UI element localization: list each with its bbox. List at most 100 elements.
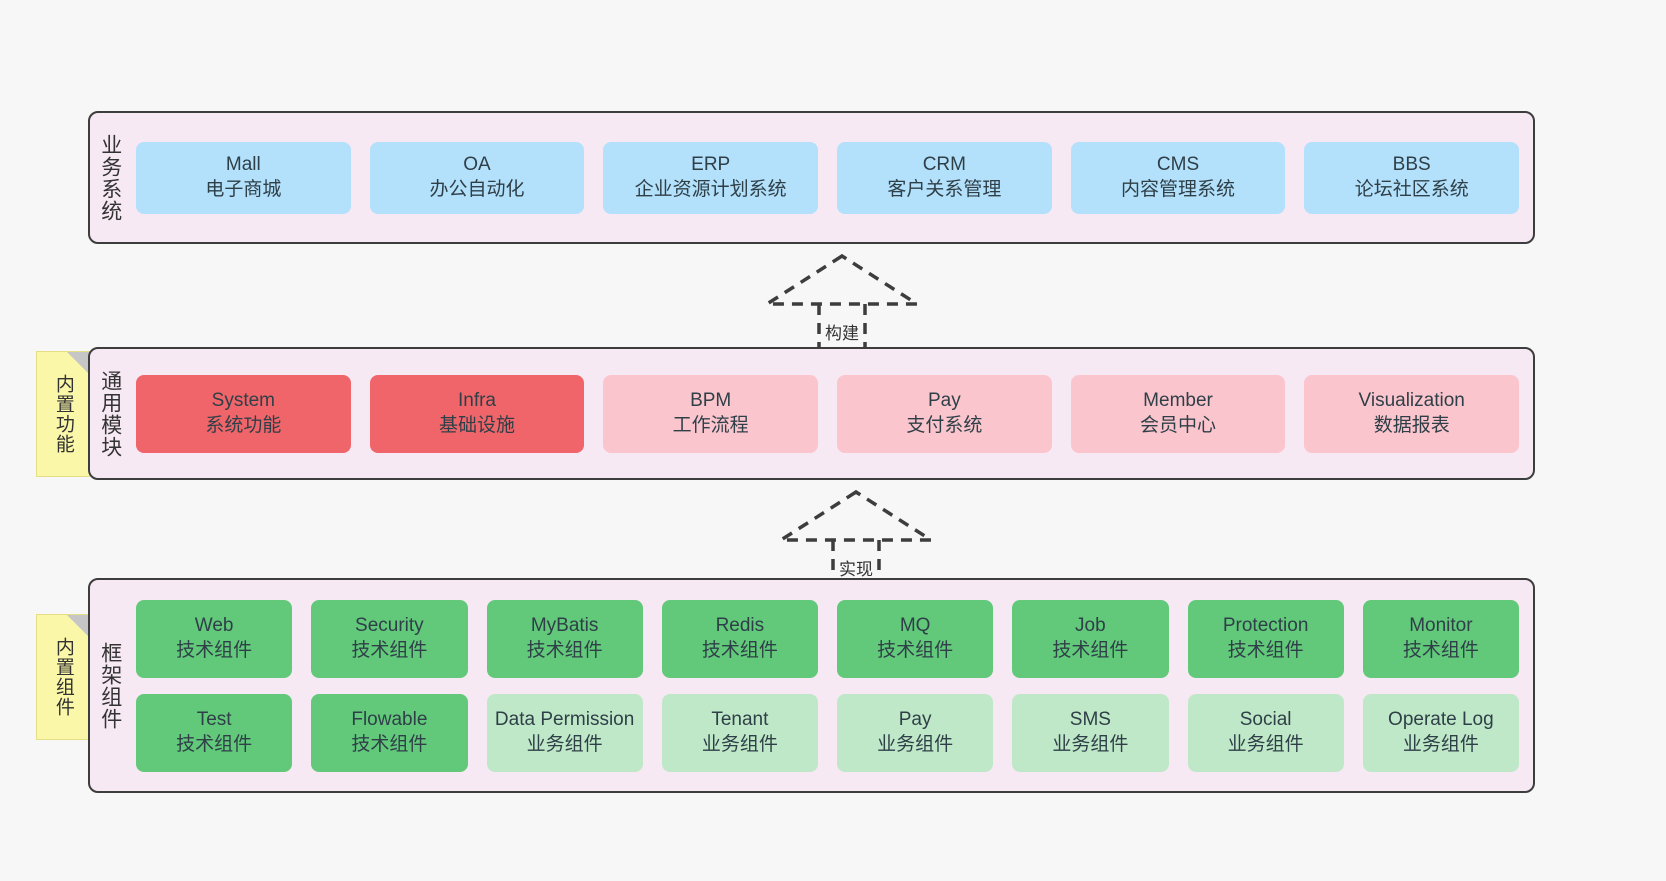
- node-pay-component-cn: 业务组件: [877, 733, 954, 755]
- node-oa-en: OA: [463, 154, 491, 176]
- node-web-cn: 技术组件: [176, 639, 253, 661]
- node-test-en: Test: [196, 709, 232, 731]
- node-security-en: Security: [355, 615, 424, 637]
- connector-realize-arrow: 实现: [771, 488, 941, 590]
- layer-framework-components: 框架组件 Web 技术组件 Security 技术组件 MyBatis 技术组件…: [88, 578, 1535, 793]
- node-system-en: System: [211, 390, 276, 412]
- node-member[interactable]: Member 会员中心: [1070, 374, 1286, 453]
- node-operate-log-cn: 业务组件: [1402, 733, 1479, 755]
- node-monitor[interactable]: Monitor 技术组件: [1362, 599, 1519, 678]
- node-member-cn: 会员中心: [1140, 414, 1217, 436]
- node-pay-component[interactable]: Pay 业务组件: [837, 693, 994, 772]
- node-infra-en: Infra: [457, 390, 497, 412]
- node-mybatis-cn: 技术组件: [526, 639, 603, 661]
- node-system-cn: 系统功能: [205, 414, 282, 436]
- layer-general-modules: 通用模块 System 系统功能 Infra 基础设施 BPM 工作流程 Pay: [88, 347, 1535, 480]
- node-bpm[interactable]: BPM 工作流程: [603, 374, 819, 453]
- node-operate-log[interactable]: Operate Log 业务组件: [1362, 693, 1519, 772]
- node-bpm-en: BPM: [690, 390, 732, 412]
- node-infra-cn: 基础设施: [439, 414, 516, 436]
- node-social[interactable]: Social 业务组件: [1187, 693, 1344, 772]
- layer-title-business: 业务系统: [98, 133, 122, 222]
- node-data-permission-cn: 业务组件: [526, 733, 603, 755]
- node-pay-module-cn: 支付系统: [906, 414, 983, 436]
- layer-title-modules: 通用模块: [98, 369, 122, 458]
- box-row-framework-business: Test 技术组件 Flowable 技术组件 Data Permission …: [136, 693, 1519, 772]
- layer-title-framework: 框架组件: [98, 641, 122, 730]
- node-cms[interactable]: CMS 内容管理系统: [1070, 141, 1286, 214]
- node-cms-cn: 内容管理系统: [1121, 178, 1236, 200]
- box-row-business: Mall 电子商城 OA 办公自动化 ERP 企业资源计划系统 CRM 客户关系…: [136, 141, 1520, 214]
- node-test[interactable]: Test 技术组件: [136, 693, 293, 772]
- node-mq[interactable]: MQ 技术组件: [837, 599, 994, 678]
- node-monitor-cn: 技术组件: [1402, 639, 1479, 661]
- page-fold-icon: [67, 615, 89, 637]
- node-data-permission[interactable]: Data Permission 业务组件: [486, 693, 643, 772]
- node-bpm-cn: 工作流程: [672, 414, 749, 436]
- node-cms-en: CMS: [1156, 154, 1200, 176]
- layer-body-modules: System 系统功能 Infra 基础设施 BPM 工作流程 Pay 支付系统…: [130, 349, 1533, 478]
- node-mybatis-en: MyBatis: [530, 615, 599, 637]
- node-visualization[interactable]: Visualization 数据报表: [1304, 374, 1520, 453]
- node-monitor-en: Monitor: [1409, 615, 1473, 637]
- node-operate-log-en: Operate Log: [1388, 709, 1494, 731]
- node-tenant-cn: 业务组件: [701, 733, 778, 755]
- node-bbs-cn: 论坛社区系统: [1354, 178, 1469, 200]
- node-protection[interactable]: Protection 技术组件: [1187, 599, 1344, 678]
- node-mq-en: MQ: [899, 615, 931, 637]
- connector-build-label: 构建: [823, 319, 861, 344]
- node-crm[interactable]: CRM 客户关系管理: [837, 141, 1052, 214]
- sticky-note-builtin-features: 内置功能: [36, 351, 90, 477]
- layer-body-business: Mall 电子商城 OA 办公自动化 ERP 企业资源计划系统 CRM 客户关系…: [130, 113, 1533, 242]
- layer-body-framework: Web 技术组件 Security 技术组件 MyBatis 技术组件 Redi…: [130, 580, 1533, 791]
- node-member-en: Member: [1143, 390, 1213, 412]
- node-mq-cn: 技术组件: [877, 639, 954, 661]
- node-mall-en: Mall: [225, 154, 261, 176]
- node-mall[interactable]: Mall 电子商城: [136, 141, 351, 214]
- node-social-en: Social: [1239, 709, 1292, 731]
- node-sms-cn: 业务组件: [1052, 733, 1129, 755]
- node-sms[interactable]: SMS 业务组件: [1012, 693, 1169, 772]
- node-bbs[interactable]: BBS 论坛社区系统: [1304, 141, 1520, 214]
- node-mall-cn: 电子商城: [205, 178, 282, 200]
- node-pay-module[interactable]: Pay 支付系统: [837, 374, 1052, 453]
- node-test-cn: 技术组件: [176, 733, 253, 755]
- connector-build-arrow: 构建: [757, 252, 927, 354]
- node-job-cn: 技术组件: [1052, 639, 1129, 661]
- node-flowable-cn: 技术组件: [351, 733, 428, 755]
- node-security[interactable]: Security 技术组件: [311, 599, 468, 678]
- node-oa-cn: 办公自动化: [429, 178, 525, 200]
- node-erp-cn: 企业资源计划系统: [634, 178, 787, 200]
- node-protection-en: Protection: [1222, 615, 1309, 637]
- node-flowable[interactable]: Flowable 技术组件: [311, 693, 468, 772]
- node-sms-en: SMS: [1069, 709, 1111, 731]
- node-oa[interactable]: OA 办公自动化: [369, 141, 585, 214]
- node-mybatis[interactable]: MyBatis 技术组件: [486, 599, 643, 678]
- node-tenant[interactable]: Tenant 业务组件: [661, 693, 818, 772]
- connector-realize-label: 实现: [837, 555, 875, 580]
- node-redis-cn: 技术组件: [701, 639, 778, 661]
- node-crm-en: CRM: [922, 154, 966, 176]
- node-protection-cn: 技术组件: [1227, 639, 1304, 661]
- layer-business-systems: 业务系统 Mall 电子商城 OA 办公自动化 ERP 企业资源计划系统 CRM: [88, 111, 1535, 244]
- node-crm-cn: 客户关系管理: [887, 178, 1002, 200]
- node-data-permission-en: Data Permission: [494, 709, 635, 731]
- node-system[interactable]: System 系统功能: [136, 374, 351, 453]
- sticky-note-builtin-features-label: 内置功能: [52, 374, 74, 454]
- node-redis[interactable]: Redis 技术组件: [661, 599, 818, 678]
- node-job[interactable]: Job 技术组件: [1012, 599, 1169, 678]
- page-fold-icon: [67, 352, 89, 374]
- node-redis-en: Redis: [715, 615, 765, 637]
- node-visualization-cn: 数据报表: [1373, 414, 1450, 436]
- box-row-modules: System 系统功能 Infra 基础设施 BPM 工作流程 Pay 支付系统…: [136, 374, 1520, 453]
- node-bbs-en: BBS: [1392, 154, 1431, 176]
- node-erp[interactable]: ERP 企业资源计划系统: [603, 141, 819, 214]
- node-web[interactable]: Web 技术组件: [136, 599, 293, 678]
- node-erp-en: ERP: [691, 154, 731, 176]
- sticky-note-builtin-components: 内置组件: [36, 614, 90, 740]
- node-visualization-en: Visualization: [1358, 390, 1465, 412]
- node-infra[interactable]: Infra 基础设施: [369, 374, 585, 453]
- node-web-en: Web: [194, 615, 234, 637]
- node-tenant-en: Tenant: [711, 709, 769, 731]
